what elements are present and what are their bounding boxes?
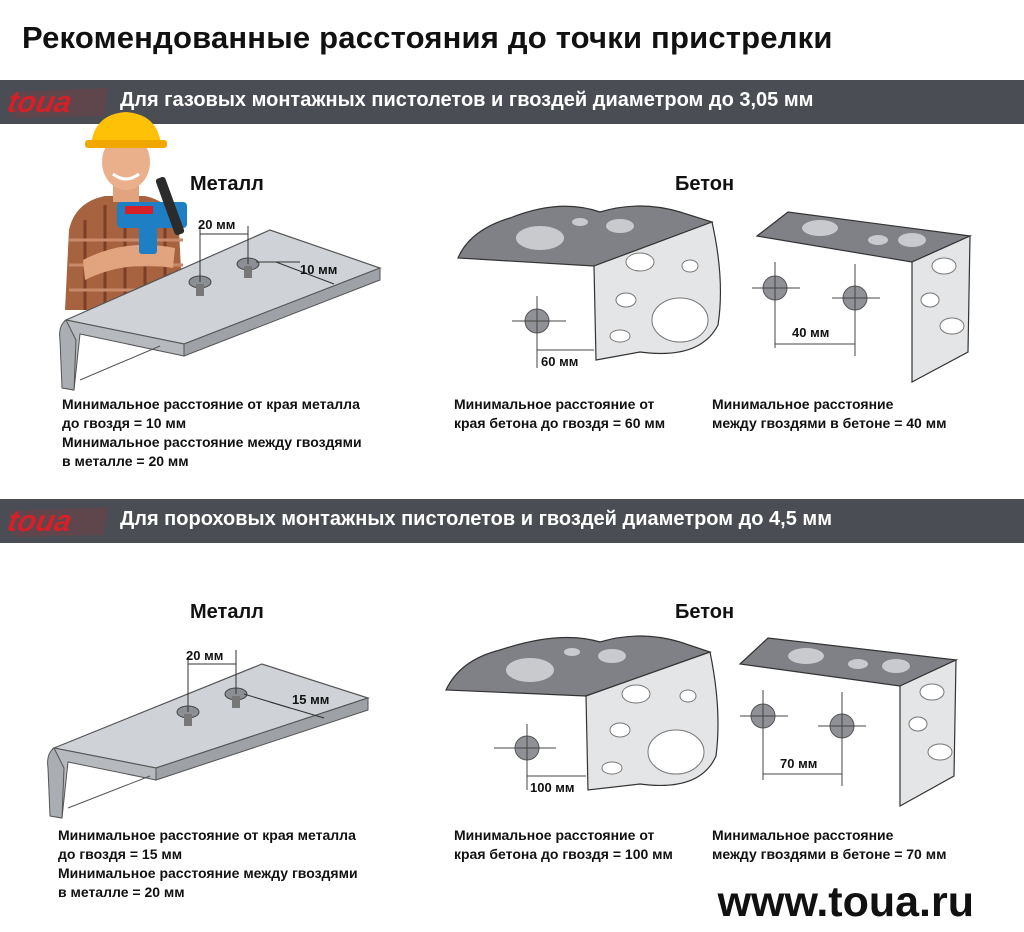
section-banner-powder: toua Для пороховых монтажных пистолетов … <box>0 499 1024 543</box>
dim-between-label: 20 мм <box>186 648 223 663</box>
concrete-edge-caption-powder: Минимальное расстояние от края бетона до… <box>454 827 673 862</box>
dim-between-label: 40 мм <box>792 325 829 340</box>
metal-heading: Металл <box>190 601 264 623</box>
concrete-heading: Бетон <box>675 173 735 195</box>
concrete-between-caption-powder: Минимальное расстояние между гвоздями в … <box>712 827 947 862</box>
dim-edge-label: 100 мм <box>530 780 575 795</box>
section-banner-gas: toua Для газовых монтажных пистолетов и … <box>0 80 1024 124</box>
dim-edge-label: 10 мм <box>300 262 337 277</box>
concrete-edge-caption-gas: Минимальное расстояние от края бетона до… <box>454 396 666 431</box>
svg-text:toua: toua <box>5 505 75 538</box>
concrete-heading: Бетон <box>675 601 735 623</box>
page-title: Рекомендованные расстояния до точки прис… <box>22 20 833 55</box>
metal-caption-powder: Минимальное расстояние от края металла д… <box>58 827 358 900</box>
dim-edge-label: 15 мм <box>292 692 329 707</box>
toua-logo: toua <box>5 86 108 119</box>
concrete-between-caption-gas: Минимальное расстояние между гвоздями в … <box>712 396 947 431</box>
metal-heading: Металл <box>190 173 264 195</box>
dim-between-label: 20 мм <box>198 217 235 232</box>
metal-caption-gas: Минимальное расстояние от края металла д… <box>62 396 362 469</box>
website-link[interactable]: www.toua.ru <box>717 878 974 926</box>
dim-between-label: 70 мм <box>780 756 817 771</box>
svg-text:toua: toua <box>5 86 75 119</box>
section-banner-text: Для пороховых монтажных пистолетов и гво… <box>120 508 833 530</box>
toua-logo: toua <box>5 505 108 538</box>
section-banner-text: Для газовых монтажных пистолетов и гвозд… <box>120 89 814 111</box>
dim-edge-label: 60 мм <box>541 354 578 369</box>
